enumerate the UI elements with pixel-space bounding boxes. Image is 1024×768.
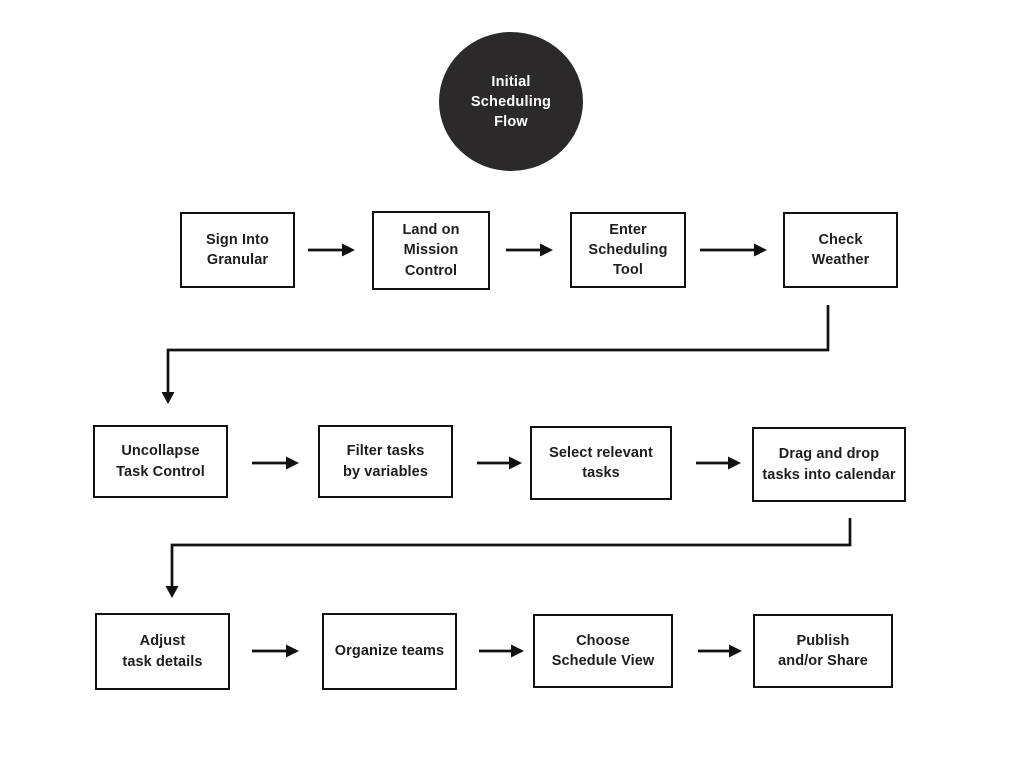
node-filter-tasks-by-variables: Filter tasks by variables xyxy=(318,425,453,498)
node-label: Select relevant tasks xyxy=(549,444,653,481)
arrow-land-to-enter xyxy=(506,243,553,257)
start-node-label: Initial Scheduling Flow xyxy=(470,73,552,130)
node-label: Organize teams xyxy=(334,643,445,660)
node-drag-and-drop-tasks-into-calendar: Drag and drop tasks into calendar xyxy=(752,427,906,502)
start-node-initial-scheduling-flow: Initial Scheduling Flow xyxy=(439,32,583,171)
arrow-filter-to-select xyxy=(477,456,522,470)
elbow-connector-row1-to-row2 xyxy=(161,305,830,404)
node-uncollapse-task-control: Uncollapse Task Control xyxy=(93,425,228,498)
elbow-connector-row2-to-row3 xyxy=(165,518,852,598)
arrow-choose-to-publish xyxy=(698,644,742,658)
arrow-sign-to-land xyxy=(308,243,355,257)
node-label: Choose Schedule View xyxy=(551,632,655,669)
node-label: Land on Mission Control xyxy=(402,222,460,279)
node-label: Uncollapse Task Control xyxy=(116,443,205,480)
node-label: Publish and/or Share xyxy=(778,632,868,669)
node-label: Sign Into Granular xyxy=(206,231,269,268)
node-label: Enter Scheduling Tool xyxy=(588,221,668,279)
node-choose-schedule-view: Choose Schedule View xyxy=(533,614,673,688)
node-check-weather: Check Weather xyxy=(783,212,898,288)
arrow-uncollapse-to-filter xyxy=(252,456,299,470)
arrow-adjust-to-organize xyxy=(252,644,299,658)
node-adjust-task-details: Adjust task details xyxy=(95,613,230,690)
node-select-relevant-tasks: Select relevant tasks xyxy=(530,426,672,500)
node-land-on-mission-control: Land on Mission Control xyxy=(372,211,490,290)
node-label: Check Weather xyxy=(811,231,870,268)
node-enter-scheduling-tool: Enter Scheduling Tool xyxy=(570,212,686,288)
node-publish-and-or-share: Publish and/or Share xyxy=(753,614,893,688)
node-organize-teams: Organize teams xyxy=(322,613,457,690)
node-label: Drag and drop tasks into calendar xyxy=(762,446,896,483)
arrow-select-to-drag xyxy=(696,456,741,470)
arrow-enter-to-check xyxy=(700,243,767,257)
node-sign-into-granular: Sign Into Granular xyxy=(180,212,295,288)
node-label: Adjust task details xyxy=(122,633,203,670)
arrow-organize-to-choose xyxy=(479,644,524,658)
node-label: Filter tasks by variables xyxy=(342,443,429,480)
